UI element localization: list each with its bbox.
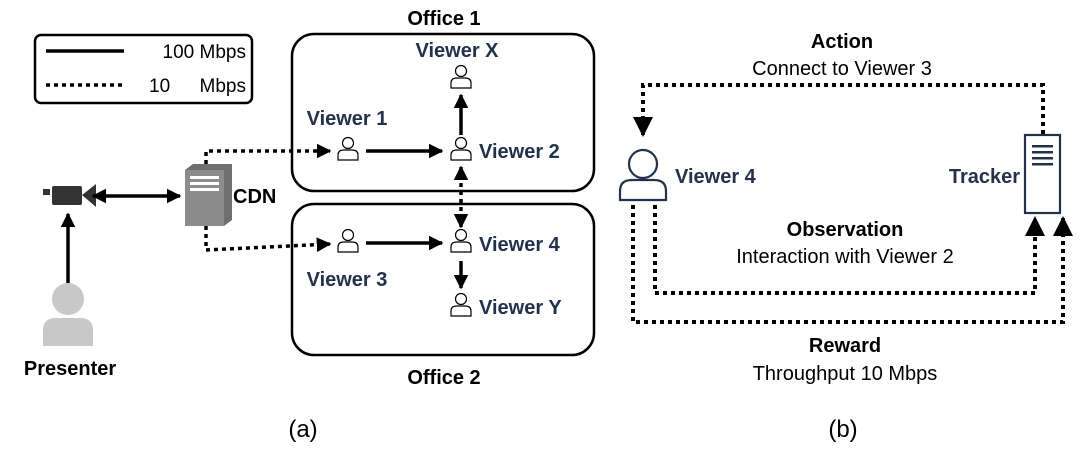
edge-cdn-viewer3 [204, 226, 332, 252]
caption-a: (a) [288, 416, 317, 443]
cdn-server-icon [185, 164, 232, 226]
presenter-person-icon [43, 283, 93, 346]
edge-observation [653, 205, 1045, 295]
legend-dotted-label: 10 [149, 76, 170, 97]
viewer-y-label: Viewer Y [479, 297, 562, 319]
viewer-3-label: Viewer 3 [307, 269, 388, 291]
reward-title: Reward [809, 335, 881, 357]
legend: 100 Mbps 10 Mbps [33, 33, 254, 105]
viewer-1-person-icon [337, 136, 359, 161]
caption-b: (b) [828, 416, 857, 443]
edge-reward [631, 205, 1073, 324]
viewer-y-person-icon [450, 292, 472, 317]
viewer-x-person-icon [450, 64, 472, 89]
viewer-2-person-icon [450, 136, 472, 161]
edge-action [633, 83, 1045, 137]
office-1-box [290, 32, 596, 193]
viewer-2-label: Viewer 2 [479, 141, 560, 163]
camera-icon [43, 184, 96, 207]
viewer-1-label: Viewer 1 [307, 108, 388, 130]
legend-dotted-unit: Mbps [200, 76, 246, 97]
viewer-x-label: Viewer X [415, 40, 499, 62]
viewer-4-label: Viewer 4 [479, 234, 561, 256]
tracker-label: Tracker [949, 166, 1020, 188]
presenter-label: Presenter [24, 358, 116, 380]
action-title: Action [811, 31, 873, 53]
reward-text: Throughput 10 Mbps [753, 363, 938, 385]
tracker-server-icon [1023, 133, 1062, 215]
observation-title: Observation [787, 219, 904, 241]
office-2-label: Office 2 [407, 367, 480, 389]
cdn-label: CDN [233, 186, 276, 208]
office-1-label: Office 1 [407, 8, 480, 30]
viewer-4-person-icon [618, 148, 668, 202]
panel-b-viewer-4-label: Viewer 4 [675, 166, 757, 188]
legend-solid-label: 100 Mbps [163, 42, 246, 63]
viewer-4-person-icon [450, 228, 472, 253]
office-2-box [290, 202, 596, 357]
observation-text: Interaction with Viewer 2 [736, 246, 954, 268]
edge-cdn-viewer1 [204, 143, 332, 164]
action-text: Connect to Viewer 3 [752, 58, 932, 80]
viewer-3-person-icon [337, 228, 359, 253]
